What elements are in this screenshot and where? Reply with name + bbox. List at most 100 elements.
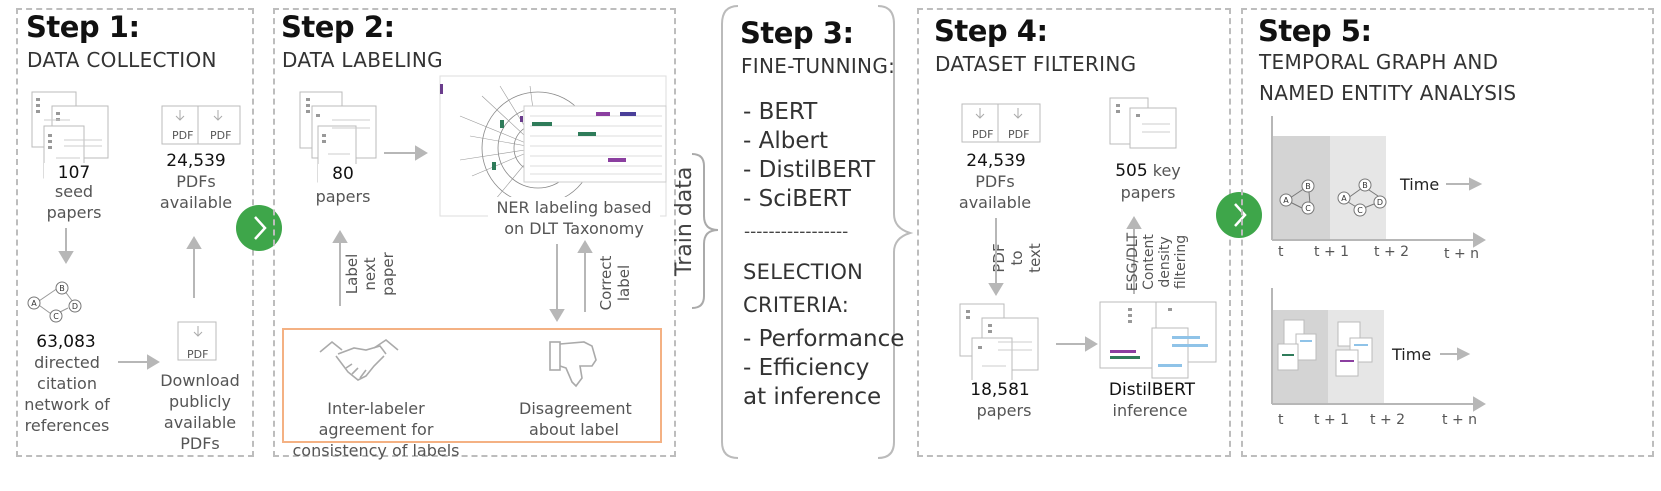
temporal-graph-2 [1271,288,1486,412]
next-step-button-2[interactable] [1216,192,1262,238]
download-label-text: Download publicly available PDFs [160,371,240,453]
step3-bracket [721,5,914,459]
distilbert-inference-label: inference [1112,401,1188,420]
pdf-pair-icon [161,105,241,145]
graph3-node-d: D [1377,198,1383,207]
labeling-papers-count: 80 [318,164,368,184]
download-pdf-icon [177,321,217,361]
step4-title: Step 4: [934,14,1048,48]
distilbert-model-name: DistilBERT [1108,380,1196,400]
key-papers-icon [1109,97,1177,149]
network-label: directed citation network of references [22,352,112,436]
step2-arrows [332,145,593,322]
step4-pdfs-label: PDFs available [955,171,1035,213]
disagreement-label-text: Disagreement about label [519,399,632,439]
correct-label-text: Correct label [597,238,637,328]
network-count: 63,083 [36,332,96,352]
model-scibert: - SciBERT [743,186,851,212]
agreement-box [282,328,662,443]
correct-label-value: Correct label [597,255,633,311]
label-next-text: Label next paper [343,229,397,319]
graph1-node-b: B [59,284,65,293]
step4-papers-icon [959,303,1039,389]
label-next-value: Label next paper [343,252,397,296]
graph3-node-b: B [1362,181,1368,190]
graph1-node-a: A [31,299,37,308]
thumbs-down-icon [549,341,597,388]
step4-pdf-pair-icon [961,103,1041,143]
graph3-node-c: C [1357,206,1363,215]
seed-count: 107 [44,163,104,183]
criteria-title-text: SELECTION CRITERIA: [743,260,864,317]
tick-t2-1: t + 2 [1374,244,1410,260]
step5-panel [1241,8,1654,457]
key-papers-count: 505 [1115,161,1148,181]
tick-tn-2: t + n [1442,412,1477,428]
step1-arrows [58,228,202,370]
agreement-label-text: Inter-labeler agreement for consistency … [292,399,460,460]
train-data-label: Train data [672,166,697,276]
criteria-title: SELECTION CRITERIA: [743,256,873,322]
chevron-right-icon-2 [1234,203,1247,227]
criteria-efficiency-text: - Efficiency at inference [743,355,882,410]
step5-subtitle-1: TEMPORAL GRAPH AND [1259,50,1499,74]
step5-subtitle-2: NAMED ENTITY ANALYSIS [1259,81,1517,105]
graph2-node-b: B [1305,182,1311,191]
criteria-list: - Performance - Efficiency at inference [743,325,904,412]
train-data-brace [691,153,719,309]
pdfs-label: PDFs available [156,171,236,213]
tick-t2-2: t + 2 [1370,412,1406,428]
temporal-graph-1: A B C A B C D [1271,116,1486,248]
graph2-node-c: C [1305,204,1311,213]
filtering-value: ESG/DLT Content density filtering [1125,232,1189,292]
network-label-text: directed citation network of references [24,353,110,435]
pdf-tag-2: PDF [210,129,232,142]
step3-separator: ----------------- [744,222,849,242]
seed-label: seed papers [34,181,114,223]
graph3-node-a: A [1341,194,1347,203]
seed-papers-icon [31,91,109,179]
step1-subtitle: DATA COLLECTION [27,48,217,72]
key-papers-text: key papers [1120,161,1181,202]
graph2-node-a: A [1283,196,1289,205]
labeling-papers-label: papers [315,187,371,206]
distilbert-output-icon [1099,301,1217,379]
step4-papers-label: papers [976,401,1032,420]
model-list: - BERT - Albert - DistilBERT - SciBERT [743,98,875,214]
graph1-node-d: D [72,302,78,311]
pdf-tag-1: PDF [172,129,194,142]
graph1-node-c: C [53,312,59,321]
ner-label: NER labeling based on DLT Taxonomy [488,197,660,239]
step4-arrows [988,216,1142,352]
step1-title: Step 1: [26,10,140,44]
disagreement-label: Disagreement about label [514,398,634,440]
criteria-efficiency: - Efficiency at inference [743,354,893,412]
citation-graph-icon: A B C D [27,281,82,323]
handshake-icon [319,339,399,381]
step4-subtitle: DATASET FILTERING [935,52,1137,76]
download-pdf-tag: PDF [187,348,209,361]
model-bert: - BERT [743,99,818,125]
pdfs-count: 24,539 [166,151,226,171]
model-distilbert: - DistilBERT [743,157,876,183]
tick-t1-2: t + 1 [1314,412,1350,428]
step4-papers-count: 18,581 [970,380,1030,400]
labeling-papers-icon [299,91,377,183]
key-papers-label: 505 key papers [1106,160,1190,203]
taxonomy-visual [439,75,667,217]
time-label-2: Time [1392,345,1432,364]
step4-pdfs-label-text: PDFs available [958,172,1032,212]
seed-label-text: seed papers [46,182,102,222]
tick-t-2: t [1278,412,1284,428]
agreement-label: Inter-labeler agreement for consistency … [286,398,466,461]
step4-pdf-tag-2: PDF [1008,128,1030,141]
step2-subtitle: DATA LABELING [282,48,443,72]
chevron-right-icon [254,216,267,240]
tick-t-1: t [1278,244,1284,260]
criteria-performance: - Performance [743,326,905,352]
step3-subtitle: FINE-TUNNING: [741,54,896,78]
step2-title: Step 2: [281,10,395,44]
step4-pdf-tag-1: PDF [972,128,994,141]
step3-title: Step 3: [740,16,854,50]
filtering-label: ESG/DLT Content density filtering [1125,212,1189,312]
